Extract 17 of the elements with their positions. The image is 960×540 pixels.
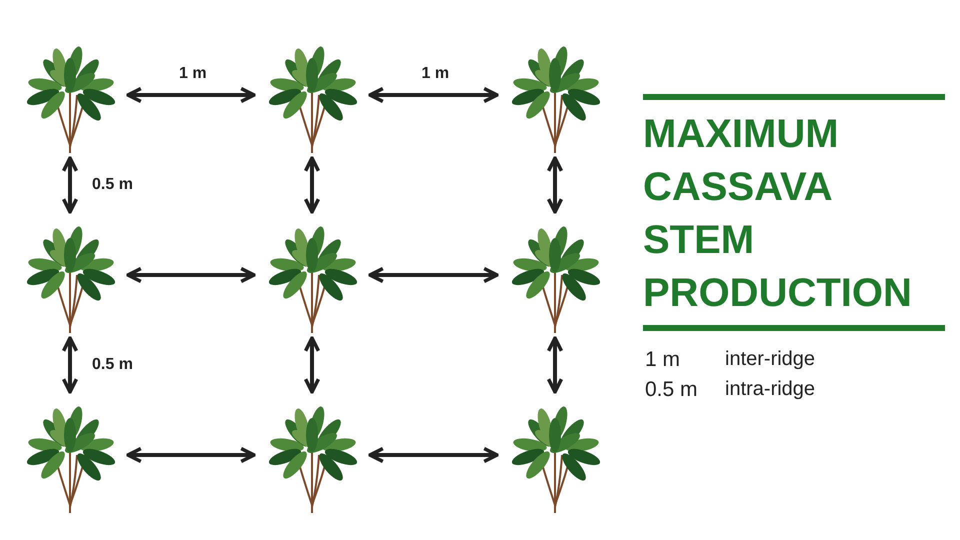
double-arrow: [368, 86, 499, 104]
double-arrow: [126, 446, 256, 464]
double-arrow: [126, 266, 256, 284]
double-arrow: [368, 446, 499, 464]
distance-label: 0.5 m: [645, 378, 698, 402]
distance-label: 1 m: [645, 348, 680, 372]
double-arrow: [62, 336, 78, 394]
double-arrow: [546, 156, 564, 214]
spacing-description: intra-ridge: [725, 378, 816, 401]
title: MAXIMUM CASSAVA STEM PRODUCTION: [643, 111, 913, 317]
double-arrow: [304, 156, 320, 214]
double-arrow: [126, 86, 256, 104]
double-arrow: [304, 336, 320, 394]
double-arrow: [62, 156, 78, 214]
double-arrow: [368, 266, 499, 284]
spacing-description: inter-ridge: [725, 348, 816, 371]
double-arrow: [546, 336, 564, 394]
